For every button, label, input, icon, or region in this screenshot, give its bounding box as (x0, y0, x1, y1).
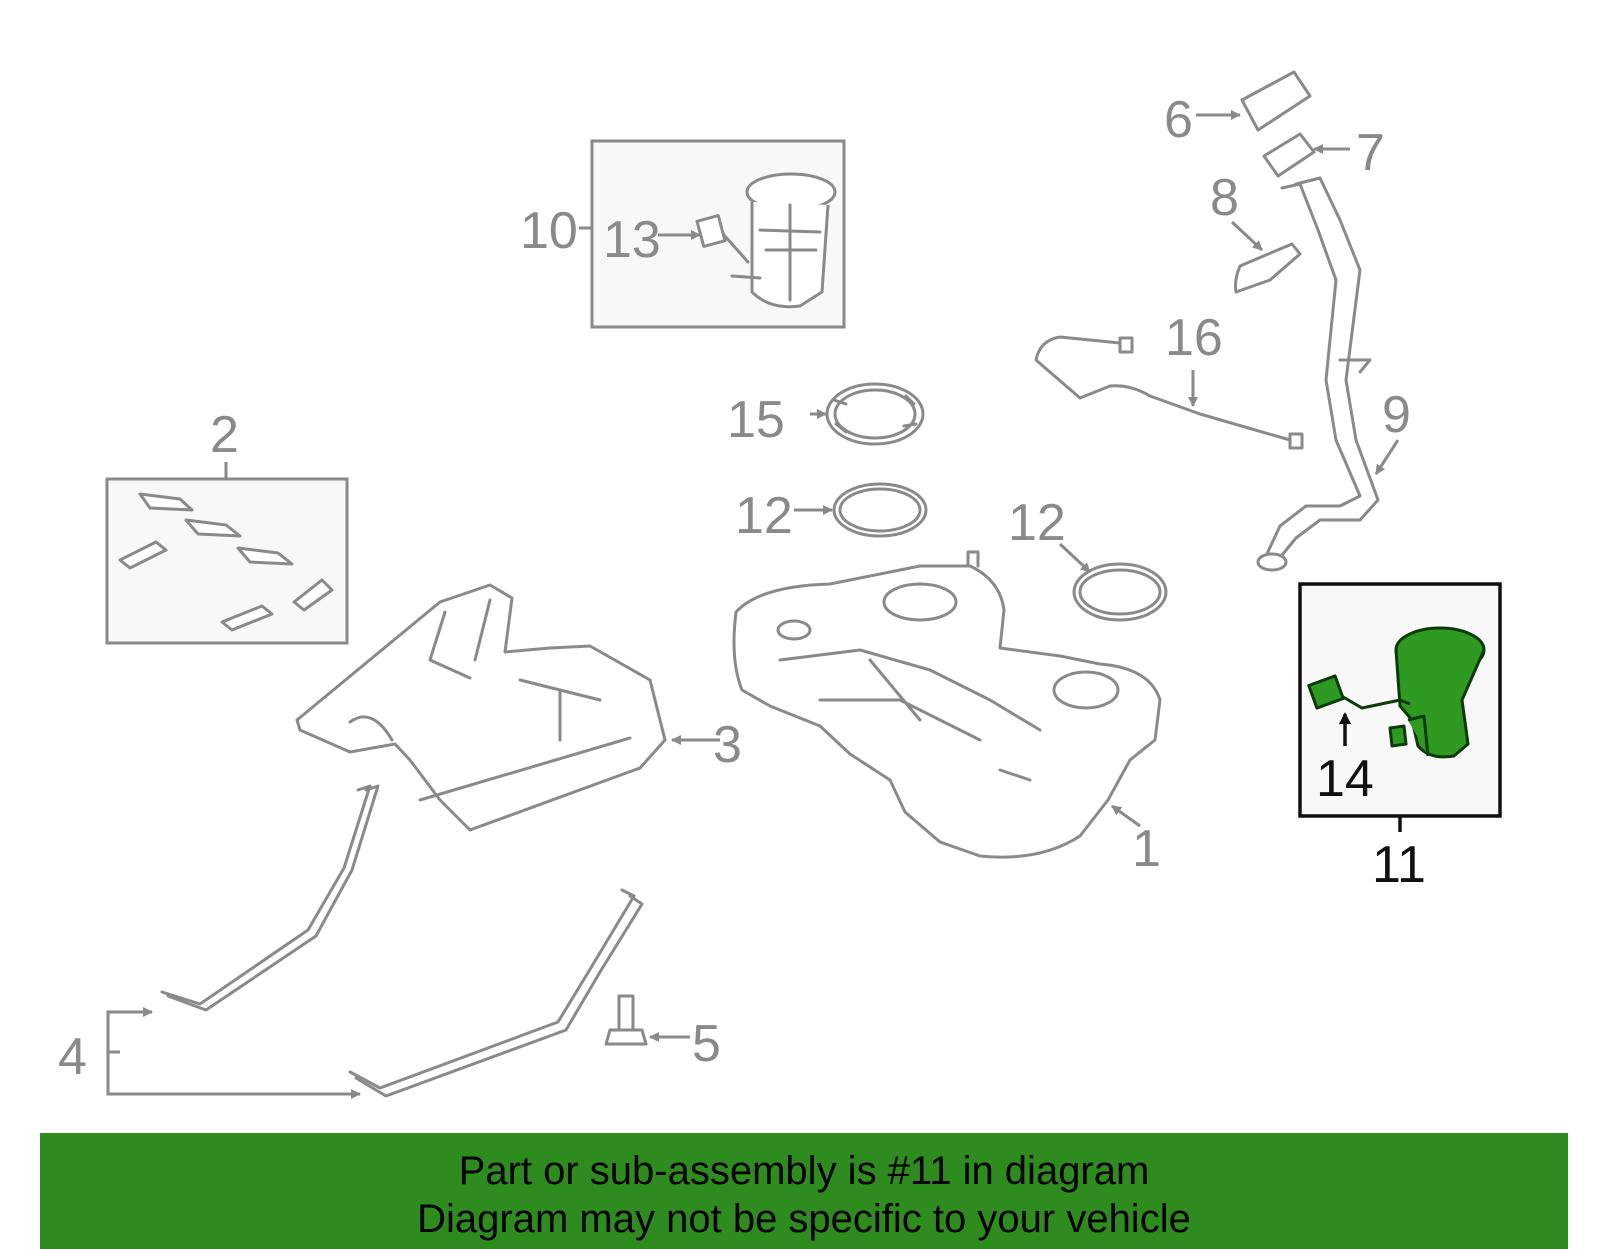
part-6-cap[interactable] (1240, 70, 1312, 132)
callout-13: 13 (603, 211, 661, 269)
part-7-ring[interactable] (1262, 132, 1316, 178)
callout-16: 16 (1165, 309, 1223, 367)
callout-11: 11 (1372, 836, 1426, 894)
callout-7: 7 (1356, 124, 1385, 182)
part-4-straps[interactable] (160, 784, 644, 1098)
part-12-seal-a[interactable] (832, 482, 928, 538)
callout-5: 5 (692, 1015, 721, 1073)
part-11-fuel-sending-unit[interactable] (1298, 582, 1502, 818)
part-1-fuel-tank[interactable] (732, 550, 1162, 859)
callout-6: 6 (1164, 91, 1193, 149)
part-10-fuel-pump-box[interactable] (590, 139, 846, 329)
part-8-bracket[interactable] (1234, 242, 1302, 294)
info-banner: Part or sub-assembly is #11 in diagram D… (40, 1133, 1568, 1249)
banner-line-1: Part or sub-assembly is #11 in diagram (458, 1149, 1150, 1193)
part-12-seal-b[interactable] (1072, 562, 1168, 622)
callout-3: 3 (713, 716, 742, 774)
callout-14: 14 (1316, 750, 1374, 808)
callout-2: 2 (210, 406, 239, 464)
part-5-bolt[interactable] (604, 994, 648, 1046)
callout-10: 10 (520, 202, 578, 260)
callout-15: 15 (727, 391, 785, 449)
part-3-heat-shield[interactable] (295, 583, 667, 832)
callout-12a: 12 (735, 487, 793, 545)
part-9-filler-pipe[interactable] (1256, 176, 1380, 572)
part-16-vapor-line[interactable] (1034, 335, 1304, 450)
callout-8: 8 (1210, 169, 1239, 227)
part-2-pad-kit[interactable] (105, 477, 349, 645)
callout-4: 4 (58, 1028, 87, 1086)
part-15-lock-ring[interactable] (825, 382, 925, 446)
callout-1: 1 (1132, 820, 1161, 878)
banner-line-2: Diagram may not be specific to your vehi… (417, 1197, 1191, 1241)
callout-12b: 12 (1008, 494, 1066, 552)
callout-9: 9 (1382, 386, 1411, 444)
